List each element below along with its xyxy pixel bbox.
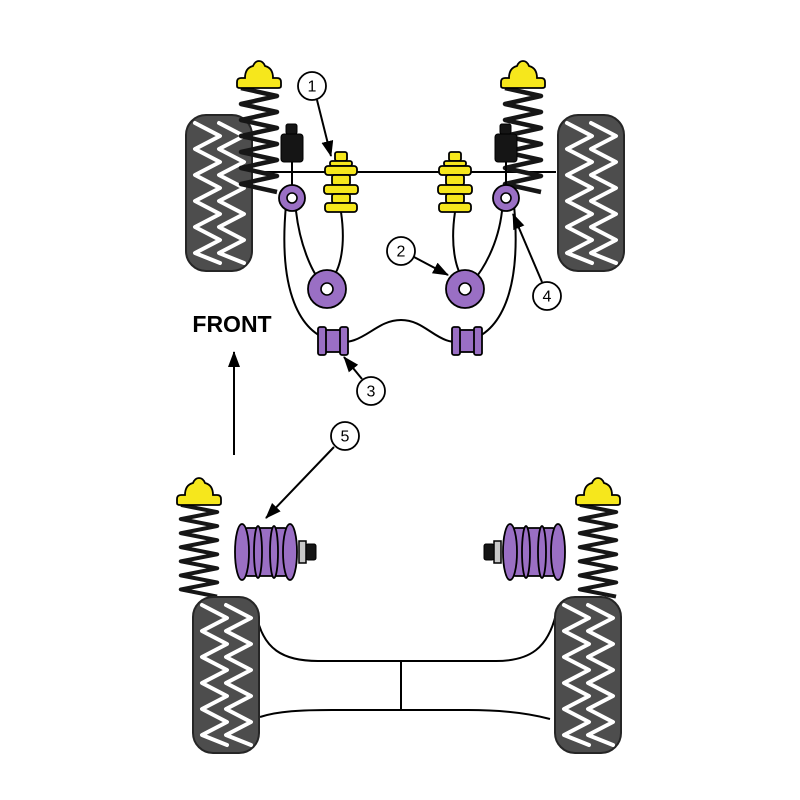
rear-right-top-mount: [575, 477, 621, 506]
callout-1-circle: [297, 71, 327, 101]
rear-left-spring: [181, 505, 217, 597]
callout-3-circle: [356, 376, 386, 406]
callout-1: 1: [297, 71, 334, 157]
callout-1-number: 1: [308, 79, 317, 96]
front-right-arm-outer-edge: [472, 210, 503, 282]
callout-2-number: 2: [397, 244, 406, 261]
front-axle-section: [184, 60, 626, 356]
rear-right-trailing-arm-bush: [483, 523, 566, 581]
rear-axle-section: [176, 477, 623, 755]
front-label: FRONT: [192, 311, 271, 337]
callout-5-circle: [330, 421, 360, 451]
front-right-arm-front-bush: [437, 151, 473, 213]
front-left-top-mount: [236, 60, 282, 89]
callout-4-circle: [532, 281, 562, 311]
rear-left-wheel: [191, 595, 261, 755]
rear-right-wheel: [553, 595, 623, 755]
front-left-arm-rear-bush: [307, 269, 347, 309]
callouts: 1 2 3 4 5: [265, 71, 562, 519]
right-anti-roll-bar-bush: [451, 326, 483, 356]
callout-5-arrow: [265, 446, 335, 519]
callout-4-number: 4: [543, 289, 552, 306]
left-anti-roll-bar-bush: [317, 326, 349, 356]
callout-3: 3: [343, 356, 386, 406]
front-right-wheel: [556, 113, 626, 273]
rear-left-top-mount: [176, 477, 222, 506]
front-left-arm-inner-edge: [332, 211, 344, 278]
front-right-damper-bracket: [494, 123, 518, 186]
front-left-damper-bracket: [280, 123, 304, 186]
front-left-arm-outer-edge: [295, 210, 321, 282]
front-indicator: FRONT: [192, 311, 272, 455]
callout-2-arrow: [413, 256, 449, 276]
callout-3-arrow: [343, 356, 363, 380]
anti-roll-bar: [283, 204, 517, 344]
rear-left-trailing-arm-bush: [234, 523, 317, 581]
rear-beam-lower-edge: [259, 709, 551, 720]
callout-4-arrow: [512, 213, 543, 283]
rear-right-spring: [580, 505, 616, 597]
front-right-arm-rear-bush: [445, 269, 485, 309]
front-left-arm-front-bush: [323, 151, 359, 213]
callout-1-arrow: [316, 99, 334, 157]
callout-2-circle: [386, 236, 416, 266]
front-right-arm-inner-edge: [452, 211, 463, 278]
callout-2: 2: [386, 236, 449, 276]
front-left-inner-bush: [278, 184, 306, 212]
front-right-inner-bush: [492, 184, 520, 212]
rear-beam-upper-edge: [255, 611, 557, 662]
callout-4: 4: [512, 213, 562, 311]
callout-3-number: 3: [367, 384, 376, 401]
callout-5: 5: [265, 421, 360, 519]
front-right-top-mount: [500, 60, 546, 89]
callout-5-number: 5: [341, 429, 350, 446]
